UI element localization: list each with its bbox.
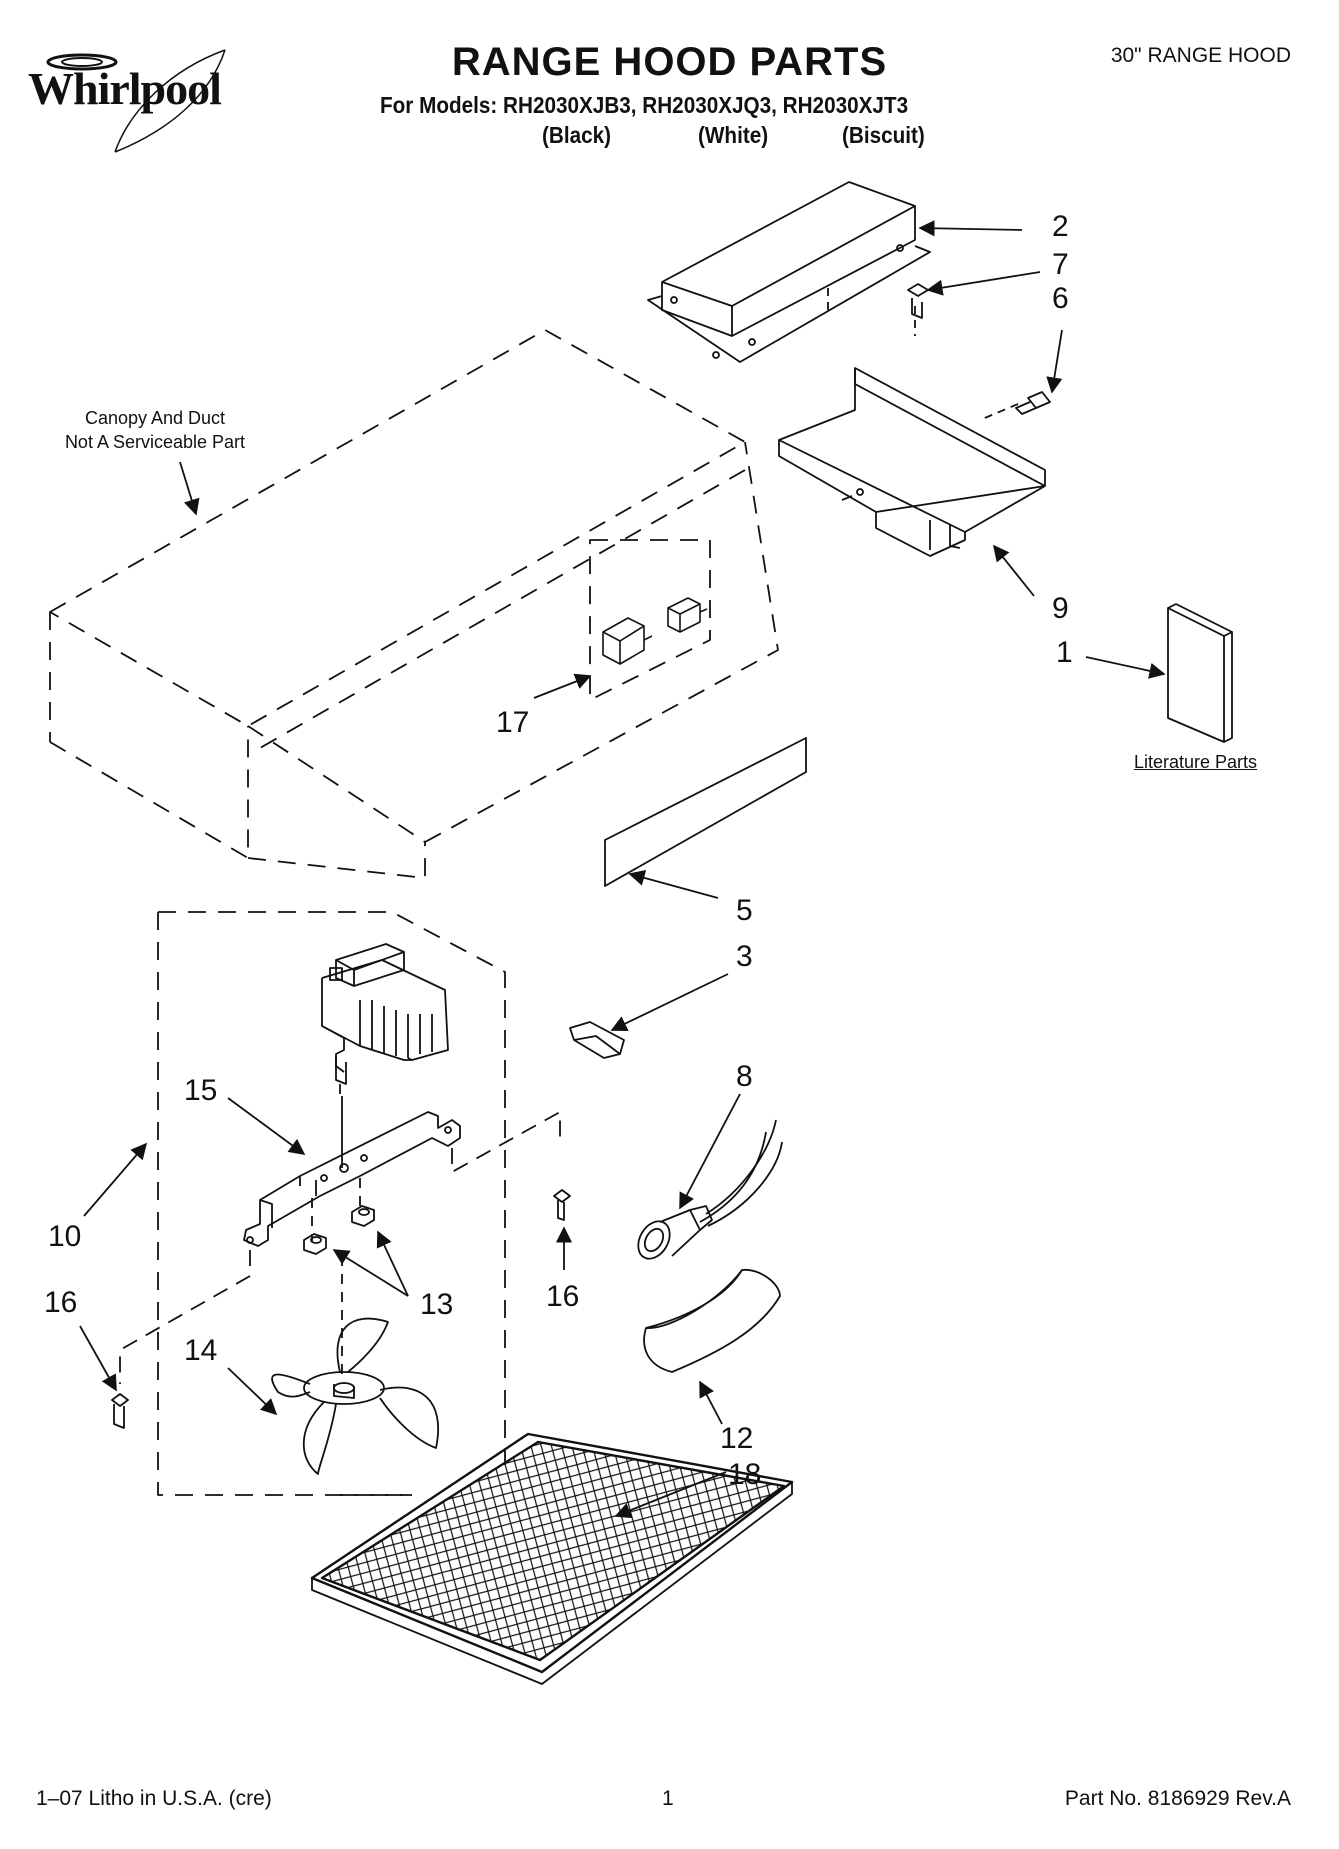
damper-bracket-part-9 (778, 367, 1046, 557)
models-line: For Models: RH2030XJB3, RH2030XJQ3, RH20… (380, 92, 909, 118)
logo-swoosh-icon (46, 49, 226, 153)
finish-biscuit: (Biscuit) (842, 122, 925, 148)
duct-connector-part-2 (647, 181, 931, 363)
callout-18: 18 (728, 1458, 762, 1491)
canopy-outline (49, 329, 779, 879)
footer-page-number: 1 (662, 1787, 674, 1810)
callout-15: 15 (184, 1074, 218, 1107)
callout-10: 10 (48, 1220, 82, 1253)
grease-filter-part-18 (310, 1432, 794, 1685)
socket-part-8 (637, 1119, 783, 1260)
grease-strip-part-5 (604, 737, 807, 887)
finish-black: (Black) (542, 122, 612, 148)
callout-16-right: 16 (546, 1280, 580, 1313)
callout-14: 14 (184, 1334, 218, 1367)
canopy-note: Canopy And Duct Not A Serviceable Part (40, 406, 270, 454)
canopy-note-line2: Not A Serviceable Part (64, 432, 246, 452)
clip-part-3 (569, 1021, 625, 1059)
whirlpool-logo: Whirlpool (20, 40, 260, 160)
nuts-part-13 (303, 1205, 375, 1255)
footer-part-number: Part No. 8186929 Rev.A (1064, 1787, 1291, 1810)
callout-13: 13 (420, 1288, 454, 1321)
finish-white: (White) (698, 122, 769, 148)
motor-bracket-part-15 (243, 1111, 461, 1247)
switches-part-17 (602, 597, 708, 665)
light-lens-part-12 (643, 1269, 781, 1373)
size-label: 30" RANGE HOOD (1110, 44, 1291, 67)
motor-part (321, 943, 449, 1094)
callout-6: 6 (1052, 282, 1069, 315)
footer-litho: 1–07 Litho in U.S.A. (cre) (36, 1787, 272, 1810)
screw-part-6 (1015, 391, 1051, 415)
fan-blade-part-14 (271, 1256, 440, 1475)
callout-17: 17 (496, 706, 530, 739)
callout-7: 7 (1052, 248, 1069, 281)
callout-1: 1 (1056, 636, 1073, 669)
literature-part-1 (1167, 603, 1233, 743)
screw-part-16-right (553, 1189, 571, 1221)
literature-parts-label: Literature Parts (1134, 752, 1258, 772)
callout-2: 2 (1052, 210, 1069, 243)
callout-12: 12 (720, 1422, 754, 1455)
screw-part-7 (907, 283, 929, 319)
canopy-note-line1: Canopy And Duct (84, 408, 226, 428)
callout-5: 5 (736, 894, 753, 927)
page-title: RANGE HOOD PARTS (451, 40, 888, 84)
motor-assembly-outline (157, 911, 506, 1496)
screw-part-16-left (111, 1393, 129, 1429)
callout-3: 3 (736, 940, 753, 973)
callout-8: 8 (736, 1060, 753, 1093)
brand-name: Whirlpool (28, 63, 222, 114)
callout-16-left: 16 (44, 1286, 78, 1319)
callout-9: 9 (1052, 592, 1069, 625)
